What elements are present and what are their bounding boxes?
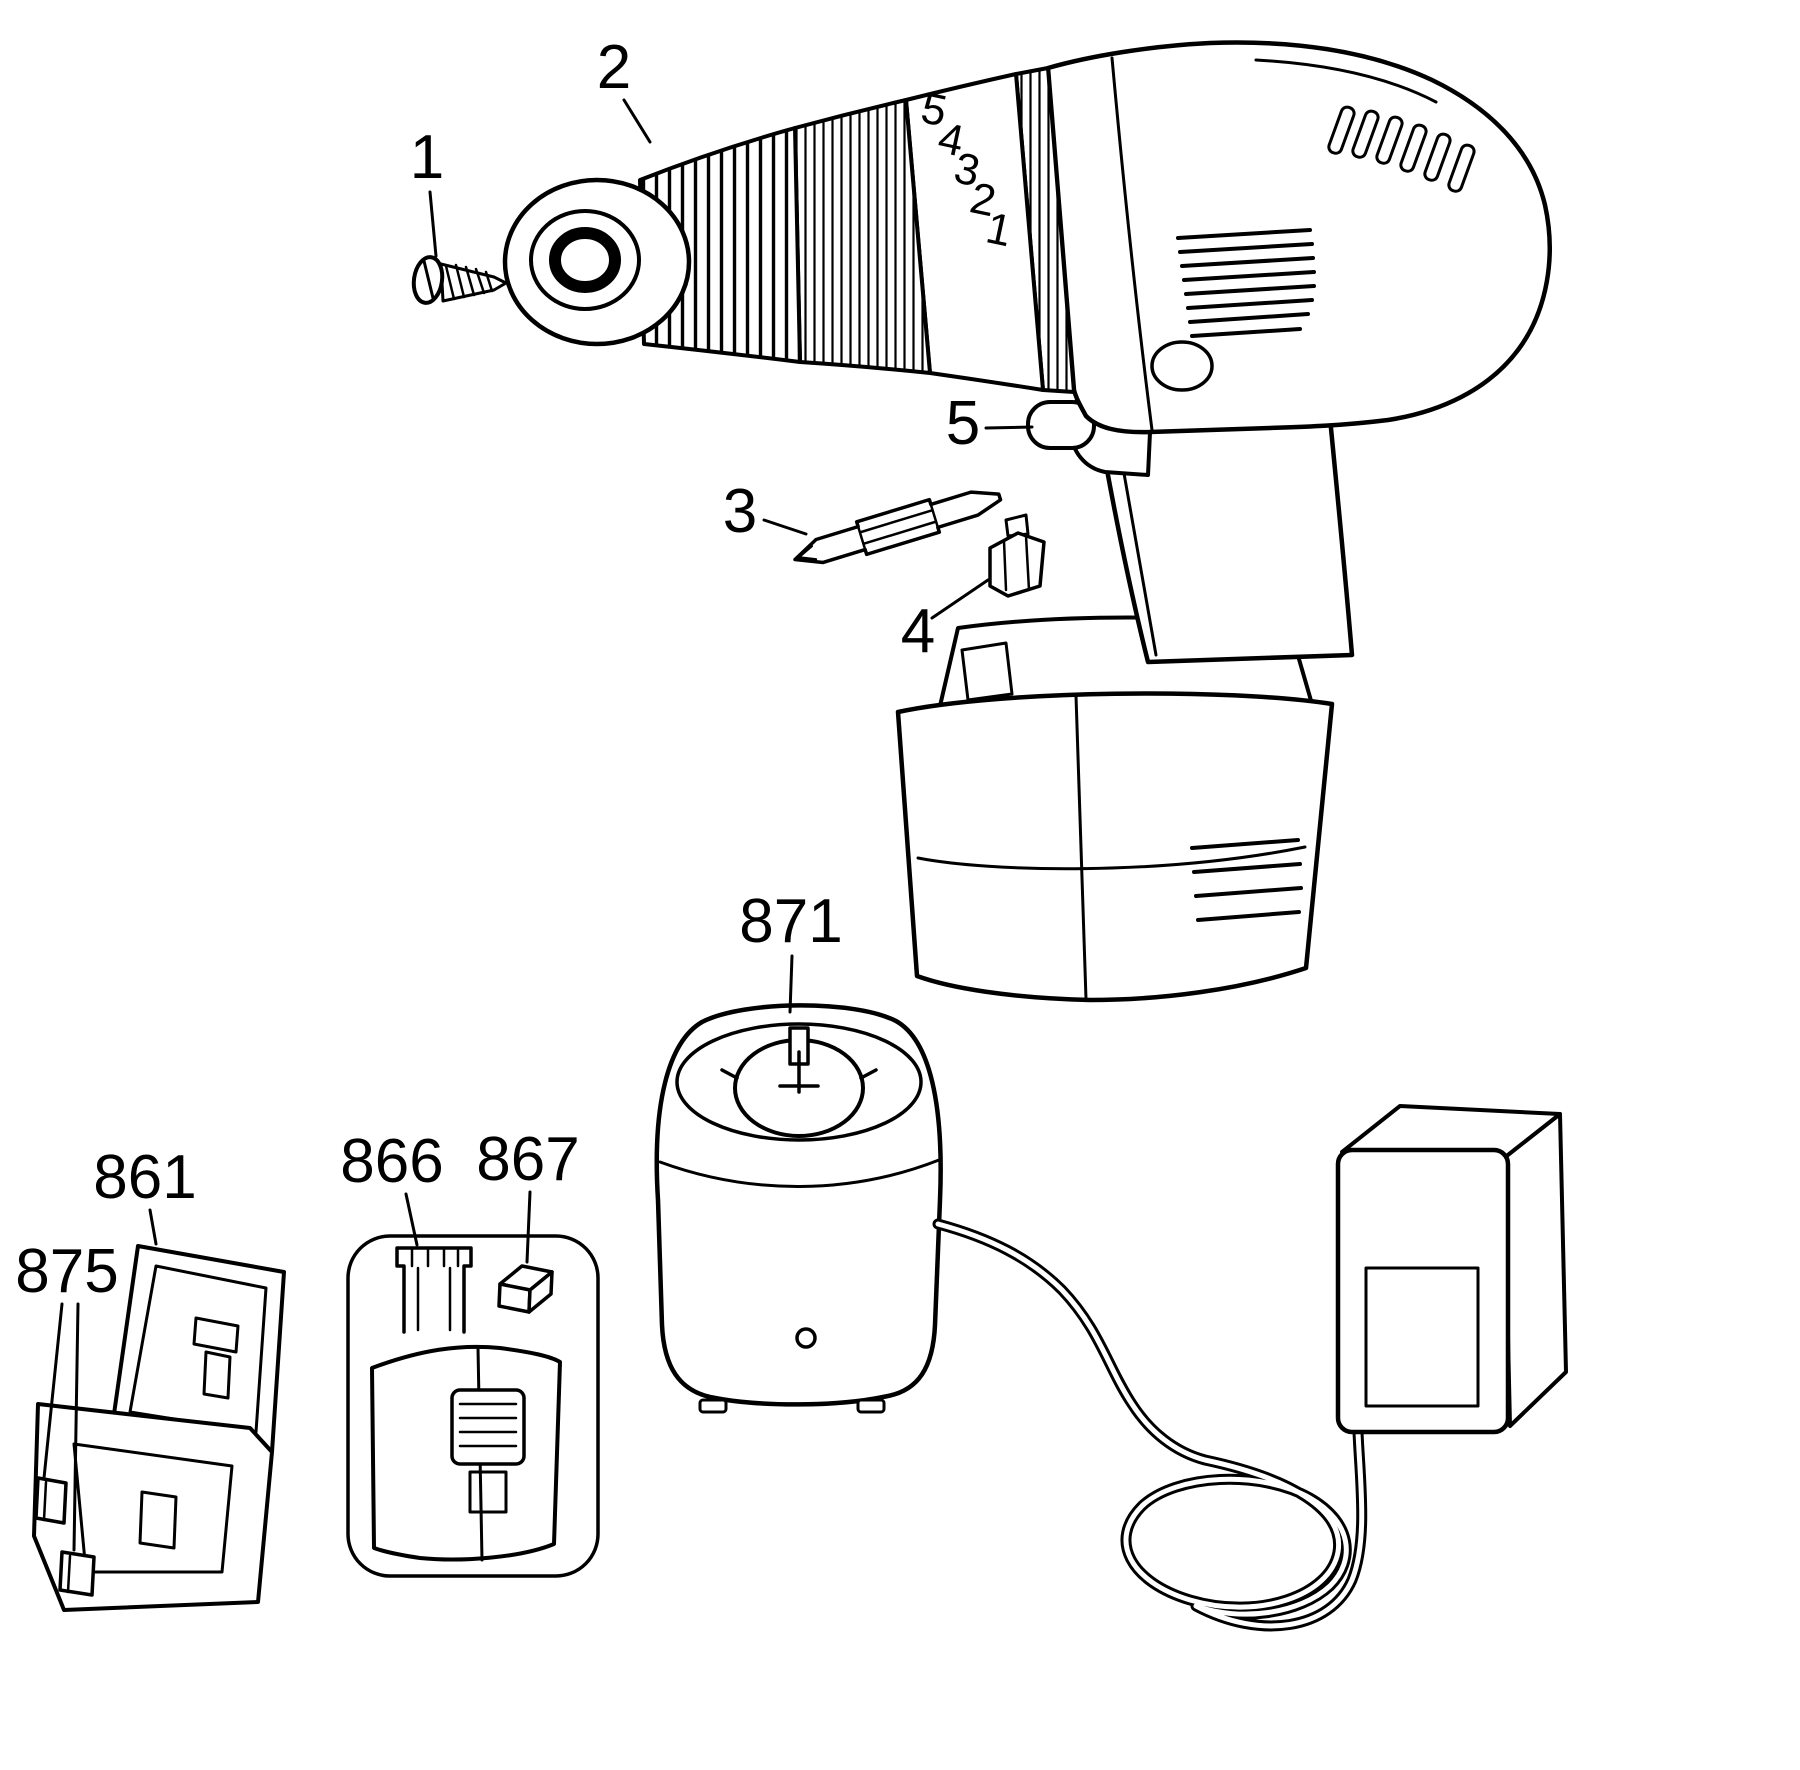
kit-box-latch bbox=[58, 1550, 96, 1597]
battery-latch-ribs bbox=[458, 1402, 518, 1448]
charger-part bbox=[654, 1003, 943, 1414]
battery-stem-lines bbox=[410, 1246, 460, 1332]
bit-part bbox=[793, 490, 1003, 565]
battery-seam bbox=[916, 845, 1307, 871]
vent-slot bbox=[1375, 115, 1404, 165]
leader-line-1 bbox=[428, 190, 438, 258]
battery-latch-slot bbox=[468, 1470, 508, 1514]
drill-handle bbox=[1095, 415, 1355, 665]
housing-seam bbox=[1110, 56, 1154, 432]
callout-label-terminal: 867 bbox=[476, 1125, 579, 1194]
adapter-side-face bbox=[1502, 1112, 1568, 1428]
housing-top-line bbox=[1254, 58, 1438, 104]
kit-box-part bbox=[32, 1244, 286, 1612]
leader-line-4 bbox=[930, 578, 990, 620]
adapter-front-face bbox=[1335, 1147, 1511, 1435]
chuck-knurl-band bbox=[638, 126, 802, 364]
adapter-label-panel bbox=[1364, 1266, 1480, 1408]
battery-part bbox=[346, 1234, 600, 1578]
battery-body bbox=[895, 691, 1335, 1003]
screw-head-slot bbox=[422, 259, 435, 300]
battery-frame bbox=[346, 1234, 600, 1578]
chuck-opening bbox=[549, 227, 621, 293]
motor-housing bbox=[1045, 40, 1552, 435]
leader-line-5 bbox=[984, 425, 1034, 430]
terminal-block-front bbox=[497, 1282, 532, 1314]
battery-front-edge bbox=[1074, 694, 1088, 1001]
forward-reverse-button bbox=[1026, 400, 1096, 450]
kit-box-latch bbox=[34, 1476, 68, 1525]
leader-line-867 bbox=[525, 1190, 532, 1264]
vent-slot bbox=[1423, 132, 1452, 182]
bit-phillips-tip bbox=[797, 544, 818, 561]
battery-grip-ribs bbox=[1190, 838, 1303, 922]
handle-contour-line bbox=[1120, 460, 1158, 657]
screw-part bbox=[411, 255, 508, 305]
drill-illustration: 5 4 3 2 1 bbox=[502, 40, 1552, 1003]
callout-label-latches: 875 bbox=[15, 1237, 118, 1306]
battery-latch bbox=[450, 1388, 526, 1466]
clip-outline bbox=[988, 531, 1046, 598]
terminal-block-867 bbox=[497, 1264, 554, 1314]
leader-line-2 bbox=[622, 98, 652, 144]
callout-label-fr-button: 5 bbox=[946, 389, 980, 458]
clutch-collar bbox=[904, 72, 1045, 392]
callout-label-charger: 871 bbox=[739, 887, 842, 956]
leader-line-875b bbox=[72, 1302, 80, 1552]
kit-box-lid-latch-detail bbox=[192, 1316, 240, 1400]
callout-label-chuck: 2 bbox=[597, 33, 631, 102]
clutch-ring-markings: 5 4 3 2 1 bbox=[917, 83, 1016, 256]
terminal-block-side bbox=[527, 1270, 554, 1314]
callout-label-battery: 866 bbox=[340, 1127, 443, 1196]
vent-slot bbox=[1327, 105, 1356, 155]
clip-part bbox=[988, 513, 1046, 598]
kit-box-base-recess bbox=[72, 1442, 234, 1574]
bit-outline bbox=[793, 490, 1003, 565]
callout-label-bit: 3 bbox=[723, 477, 757, 546]
charger-side-notches bbox=[720, 1068, 878, 1080]
leader-line-866 bbox=[404, 1192, 419, 1247]
callouts: 1 2 3 4 5 871 861 875 866 867 bbox=[15, 33, 1034, 1552]
charger-foot bbox=[698, 1398, 728, 1414]
battery-release-button bbox=[960, 641, 1014, 702]
kit-box-latch-line bbox=[42, 1480, 48, 1522]
chuck-assembly: 5 4 3 2 1 bbox=[502, 66, 1076, 394]
charger-key-pin bbox=[778, 1050, 820, 1094]
screw-threads bbox=[444, 263, 494, 301]
kit-box-insert-block bbox=[138, 1490, 178, 1550]
cord-inner bbox=[935, 1221, 1365, 1629]
charger-indicator-light bbox=[795, 1327, 817, 1349]
power-adapter bbox=[932, 1104, 1568, 1632]
battery-stem bbox=[395, 1246, 473, 1334]
vent-slot bbox=[1447, 143, 1476, 193]
housing-emblem bbox=[1150, 340, 1214, 392]
installed-battery-pack bbox=[895, 615, 1335, 1003]
leader-line-875a bbox=[42, 1302, 64, 1480]
chuck-rib-band bbox=[793, 98, 932, 375]
callout-label-kit-box: 861 bbox=[93, 1143, 196, 1212]
leader-line-871 bbox=[788, 954, 794, 1014]
leader-line-3 bbox=[762, 518, 808, 536]
kit-box-latch-line bbox=[66, 1554, 72, 1594]
charger-seam bbox=[658, 1158, 941, 1188]
vent-slot bbox=[1399, 123, 1428, 173]
charger-foot bbox=[856, 1398, 886, 1414]
bit-sleeve-edges bbox=[855, 498, 941, 556]
callout-label-screw: 1 bbox=[410, 123, 444, 192]
callout-label-clip: 4 bbox=[901, 597, 935, 666]
vent-louvers bbox=[1176, 228, 1316, 338]
vent-slot bbox=[1351, 109, 1380, 159]
leader-line-861 bbox=[148, 1208, 158, 1246]
vent-slots bbox=[1327, 105, 1476, 193]
clip-slots bbox=[1002, 534, 1031, 592]
